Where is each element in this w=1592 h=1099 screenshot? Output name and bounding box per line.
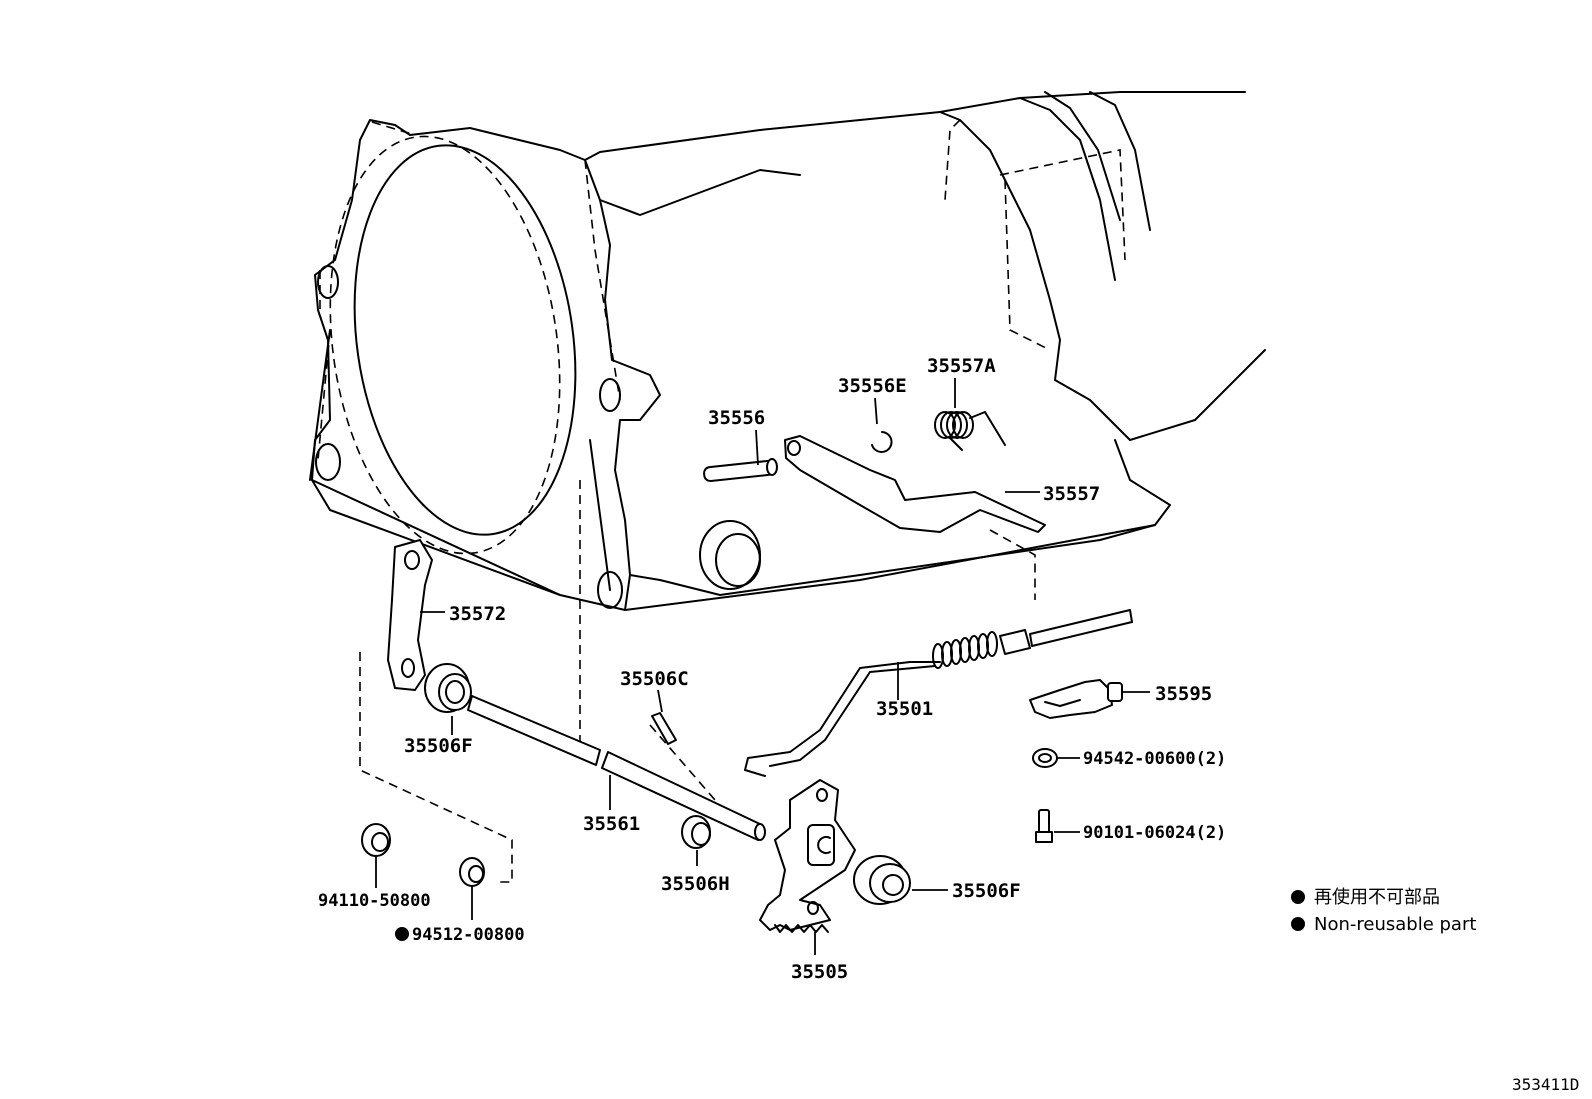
legend-jp: 再使用不可部品 xyxy=(1314,887,1440,908)
label-35595: 35595 xyxy=(1155,683,1212,705)
spring-35557A xyxy=(934,378,1006,451)
lever-35572 xyxy=(387,539,445,691)
label-35505: 35505 xyxy=(791,961,848,983)
label-94110-50800: 94110-50800 xyxy=(318,891,431,911)
seal-35506F-right xyxy=(853,855,948,905)
label-35506F-right: 35506F xyxy=(952,880,1021,902)
part-labels: 35557A 35556E 35556 35557 35572 35506C 3… xyxy=(318,355,1226,983)
label-35572: 35572 xyxy=(449,603,506,625)
label-35556: 35556 xyxy=(708,407,765,429)
bush-35506H xyxy=(681,815,711,866)
transmission-housing xyxy=(309,91,1266,611)
legend: 再使用不可部品 Non-reusable part xyxy=(1291,887,1476,935)
washer-94542 xyxy=(1032,748,1080,768)
washer-94512 xyxy=(459,857,485,920)
clamp-35595 xyxy=(1029,679,1150,719)
legend-dot-en xyxy=(1291,917,1305,931)
label-35501: 35501 xyxy=(876,698,933,720)
label-35506H: 35506H xyxy=(661,873,730,895)
label-90101-06024: 90101-06024(2) xyxy=(1083,823,1226,843)
shaft-35561 xyxy=(467,695,766,841)
label-94542-00600: 94542-00600(2) xyxy=(1083,749,1226,769)
hidden-lines xyxy=(317,119,1126,883)
label-35557A: 35557A xyxy=(927,355,996,377)
pin-35556 xyxy=(703,429,778,483)
rod-35501 xyxy=(744,609,1133,777)
legend-dot-jp xyxy=(1291,890,1305,904)
clip-35556E xyxy=(871,397,893,453)
detent-plate-35505 xyxy=(759,779,856,955)
label-35557: 35557 xyxy=(1043,483,1100,505)
non-reusable-dot xyxy=(395,927,409,941)
pin-35506C xyxy=(651,689,677,745)
bolt-90101 xyxy=(1035,809,1080,843)
label-35561: 35561 xyxy=(583,813,640,835)
label-35506F-left: 35506F xyxy=(404,735,473,757)
label-35556E: 35556E xyxy=(838,375,907,397)
nut-94110 xyxy=(361,823,391,888)
spring-coils xyxy=(932,631,998,669)
legend-en: Non-reusable part xyxy=(1314,914,1476,935)
seal-35506F-left xyxy=(424,663,472,735)
diagram-reference-id: 353411D xyxy=(1512,1075,1579,1094)
label-35506C: 35506C xyxy=(620,668,689,690)
label-94512-00800: 94512-00800 xyxy=(412,925,525,945)
lever-35557 xyxy=(784,435,1046,533)
